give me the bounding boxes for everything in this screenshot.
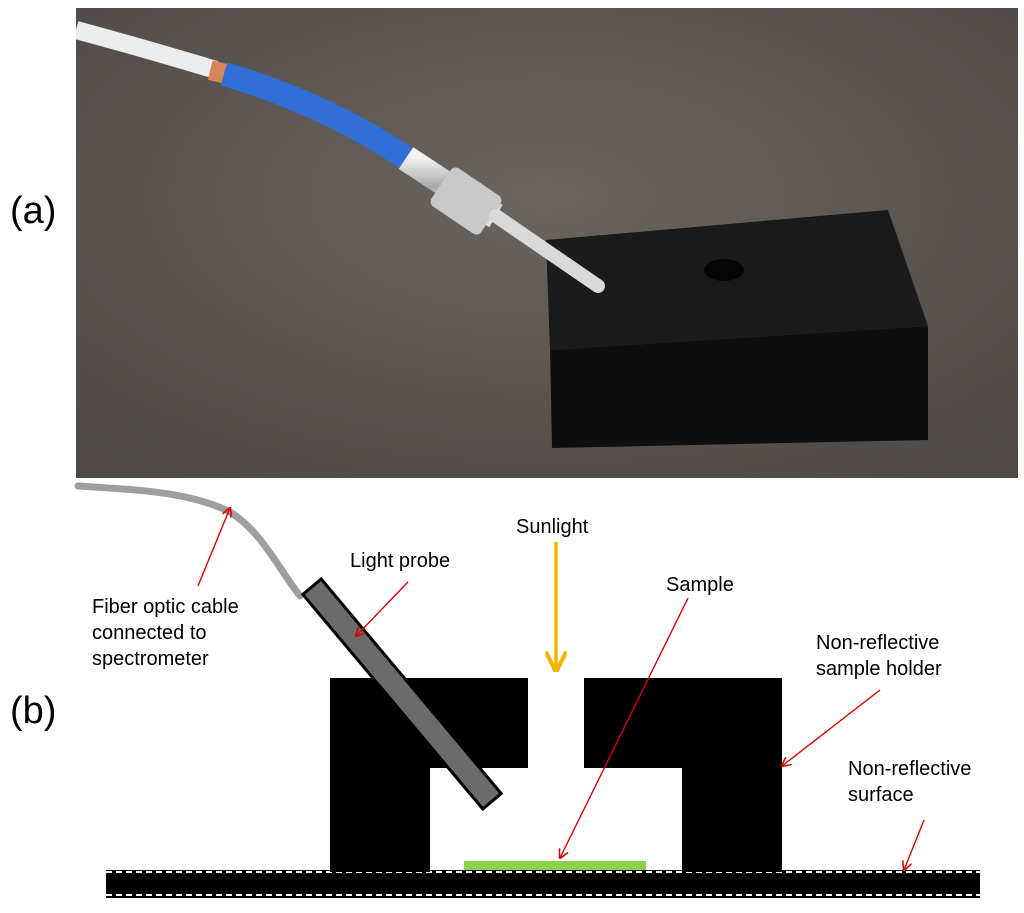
pointer-probe [356, 582, 408, 636]
holder-label-line2: sample holder [816, 656, 942, 682]
surface-label: Non-reflective surface [848, 756, 971, 808]
photo-panel [76, 8, 1018, 478]
panel-label-a: (a) [10, 190, 56, 233]
schematic-diagram [0, 478, 1024, 908]
sample-label: Sample [666, 572, 734, 598]
holder-label-line1: Non-reflective [816, 630, 942, 656]
light-probe-label: Light probe [350, 548, 450, 574]
fiber-optic-cable-label: Fiber optic cable connected to spectrome… [92, 594, 239, 672]
fiber-optic-cable [78, 486, 300, 596]
surface-label-line2: surface [848, 782, 971, 808]
pointer-holder [782, 690, 880, 766]
sunlight-label: Sunlight [516, 514, 588, 540]
non-reflective-surface [106, 870, 980, 898]
fiber-label-line3: spectrometer [92, 646, 239, 672]
pointer-fiber [198, 508, 230, 586]
fiber-label-line2: connected to [92, 620, 239, 646]
block-hole [704, 259, 744, 281]
surface-label-line1: Non-reflective [848, 756, 971, 782]
fiber-label-line1: Fiber optic cable [92, 594, 239, 620]
sample-holder-label: Non-reflective sample holder [816, 630, 942, 682]
sample-strip [464, 861, 646, 870]
pointer-surface [904, 820, 924, 870]
sample-holder-right [584, 678, 782, 872]
